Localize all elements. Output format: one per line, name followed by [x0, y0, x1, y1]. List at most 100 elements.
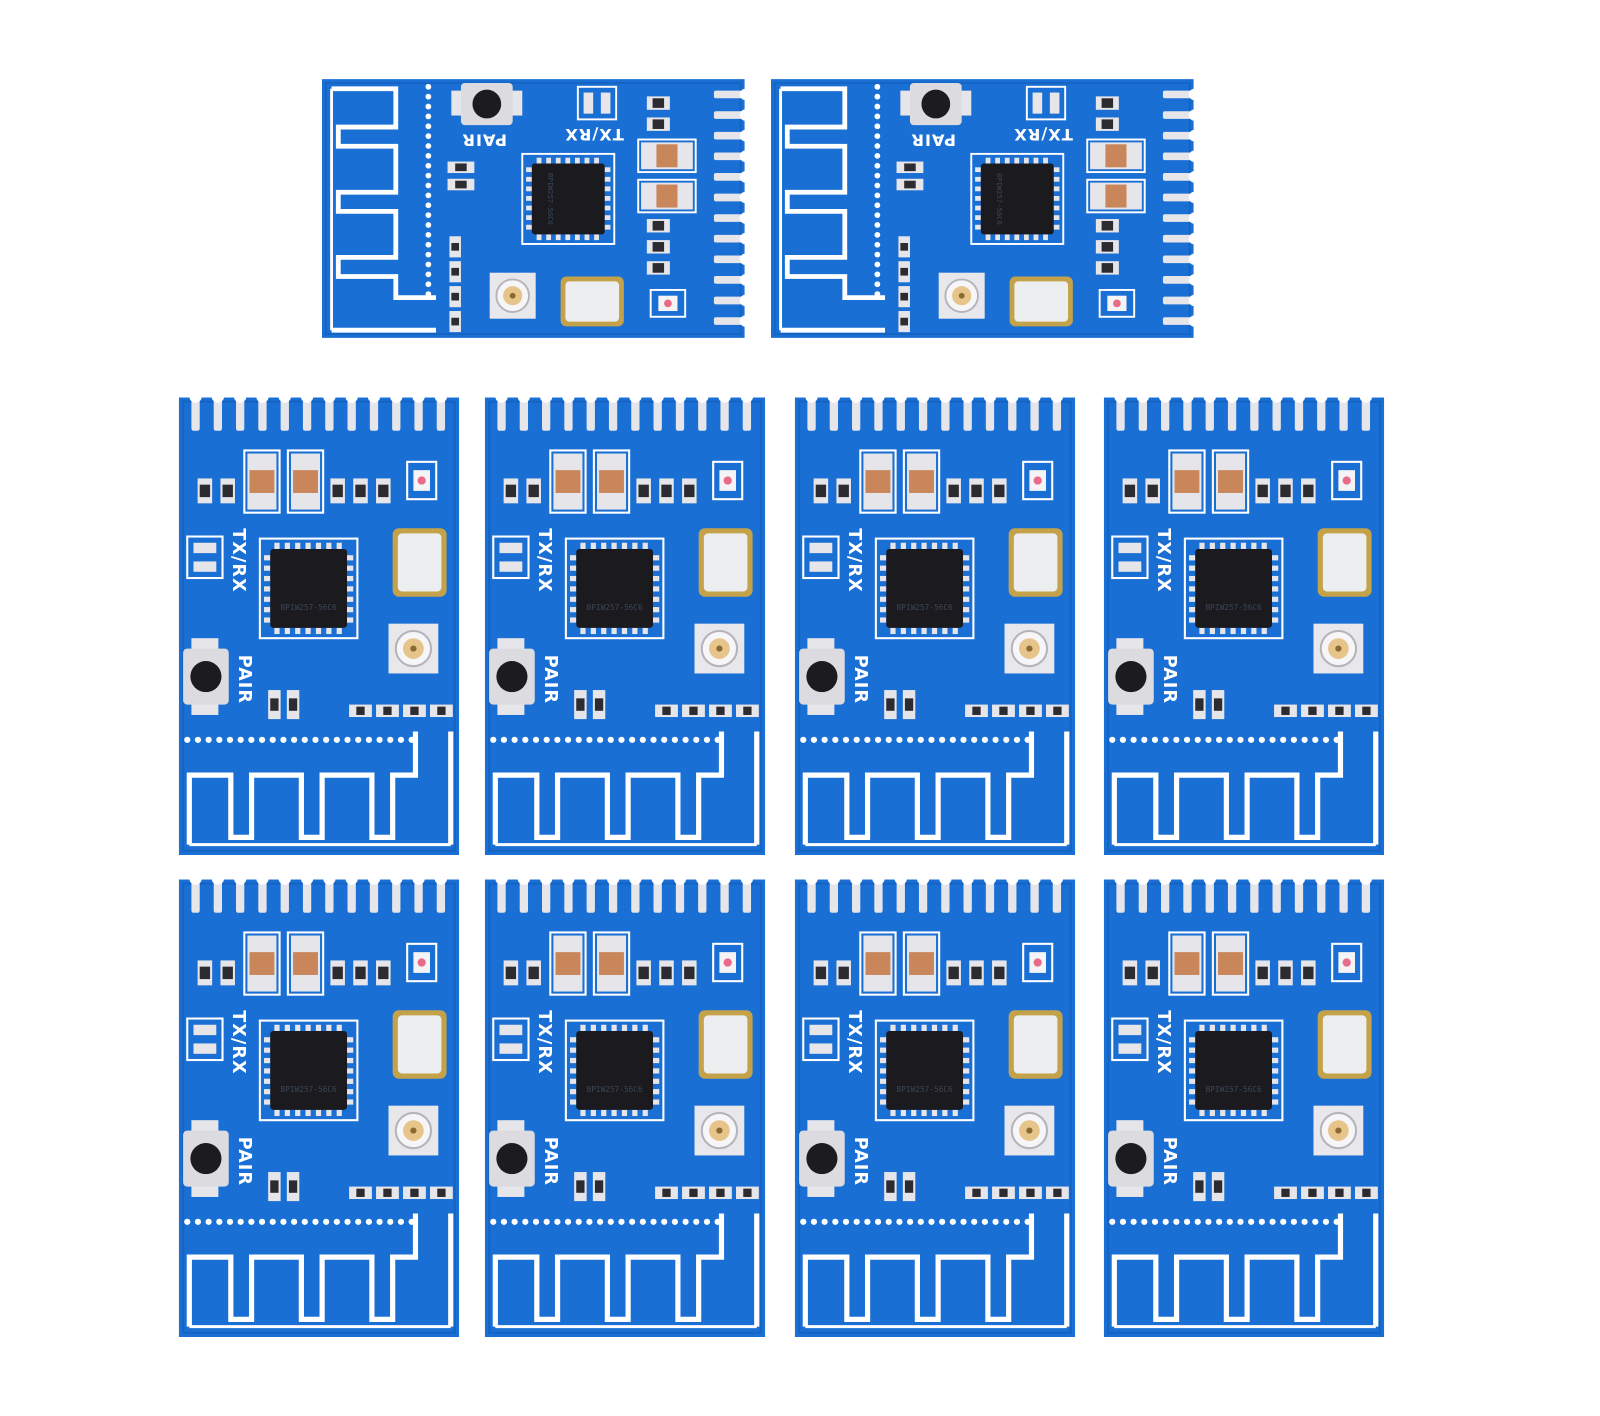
- pin-pad: [941, 397, 950, 431]
- pin-pad: [1183, 397, 1192, 431]
- pair-label: PAIR: [910, 131, 955, 150]
- crystal-oscillator: [392, 1010, 447, 1079]
- pair-button: [489, 1120, 535, 1197]
- pair-button: [799, 638, 845, 715]
- pin-pad: [963, 397, 972, 431]
- pin-pad: [1317, 397, 1326, 431]
- pin-hole: [673, 872, 687, 885]
- chip-marking: BPIW257-56C6: [897, 1085, 953, 1094]
- pair-label: PAIR: [461, 131, 506, 150]
- pin-hole: [1248, 872, 1261, 885]
- pin-pad: [1272, 397, 1281, 431]
- via-row: [1109, 1218, 1340, 1225]
- pin-pad: [852, 397, 861, 431]
- pin-pad: [631, 397, 640, 431]
- txrx-label: TX/RX: [534, 1010, 554, 1074]
- antenna-trace: [1111, 731, 1379, 847]
- pin-pad: [497, 879, 506, 913]
- pin-hole: [495, 390, 508, 403]
- pin-pad: [236, 397, 245, 431]
- pin-pad: [896, 397, 905, 431]
- crystal-oscillator: [1317, 1010, 1372, 1079]
- pin-pad: [213, 879, 223, 913]
- pin-pad: [1030, 397, 1039, 431]
- pin-hole: [894, 872, 907, 885]
- pin-hole: [300, 390, 314, 403]
- pin-hole: [629, 872, 642, 885]
- pin-hole: [495, 872, 508, 885]
- txrx-label: TX/RX: [534, 528, 554, 592]
- pin-hole: [211, 390, 225, 403]
- pin-pad: [1162, 296, 1194, 305]
- pin-hole: [983, 872, 997, 885]
- chip-marking: BPIW257-56C6: [897, 603, 953, 612]
- pin-pad: [436, 879, 446, 913]
- pair-button: [1108, 638, 1154, 715]
- qfn-chip: BPIW257-56C6: [970, 152, 1065, 245]
- txrx-label: TX/RX: [844, 528, 864, 592]
- pin-pad: [608, 879, 618, 913]
- pin-hole: [1188, 232, 1201, 245]
- pin-pad: [586, 397, 595, 431]
- chip-icon: [980, 163, 1054, 235]
- pair-button: [900, 82, 972, 126]
- chip-icon: [270, 1030, 348, 1110]
- pin-hole: [739, 274, 752, 286]
- pin-hole: [1136, 872, 1150, 885]
- antenna-trace: [186, 731, 454, 847]
- chip-marking: BPIW257-56C6: [1206, 1085, 1262, 1094]
- pin-hole: [696, 872, 709, 885]
- pin-pad: [258, 879, 267, 913]
- pin-hole: [961, 390, 974, 403]
- pin-pad: [1162, 317, 1194, 325]
- pin-pad: [258, 397, 267, 431]
- pin-pad: [1361, 397, 1371, 431]
- pin-pad: [874, 879, 883, 913]
- crystal-oscillator: [392, 528, 447, 597]
- antenna-icon: [780, 86, 886, 301]
- pin-pad: [1052, 397, 1062, 431]
- pin-pad: [713, 214, 745, 222]
- pin-hole: [739, 315, 752, 327]
- pin-hole: [278, 872, 291, 885]
- antenna-icon: [186, 1213, 419, 1327]
- pin-hole: [651, 872, 664, 885]
- chip-marking: BPIW257-56C6: [546, 173, 555, 225]
- via-row: [1109, 736, 1340, 743]
- pin-pad: [1162, 255, 1194, 264]
- antenna-icon: [492, 1213, 725, 1327]
- pair-label: PAIR: [540, 1137, 560, 1186]
- castellated-pins: [805, 390, 1064, 431]
- castellated-pins: [189, 390, 448, 431]
- pin-pad: [1162, 152, 1194, 161]
- txrx-label: TX/RX: [1153, 528, 1173, 592]
- pin-hole: [805, 872, 818, 885]
- pin-hole: [1006, 390, 1019, 403]
- pin-pad: [829, 879, 839, 913]
- pin-pad: [564, 879, 573, 913]
- pin-hole: [1158, 872, 1172, 885]
- pin-pad: [720, 397, 729, 431]
- pin-pad: [653, 879, 662, 913]
- pair-button: [183, 1120, 229, 1197]
- pin-pad: [347, 397, 356, 431]
- pin-pad: [698, 879, 707, 913]
- via-row: [490, 1218, 721, 1225]
- pin-hole: [539, 390, 553, 403]
- pin-pad: [1361, 879, 1371, 913]
- pair-label: PAIR: [850, 1137, 870, 1186]
- pin-hole: [739, 171, 752, 183]
- pin-pad: [742, 879, 752, 913]
- pin-hole: [562, 872, 575, 885]
- pin-hole: [562, 390, 575, 403]
- ufl-connector: [388, 1105, 439, 1156]
- pin-hole: [1292, 390, 1306, 403]
- pair-label: PAIR: [1159, 1137, 1179, 1186]
- ufl-connector: [388, 623, 439, 674]
- pin-hole: [1188, 274, 1201, 286]
- pin-hole: [894, 390, 907, 403]
- pin-hole: [1188, 129, 1201, 142]
- antenna-trace: [802, 731, 1070, 847]
